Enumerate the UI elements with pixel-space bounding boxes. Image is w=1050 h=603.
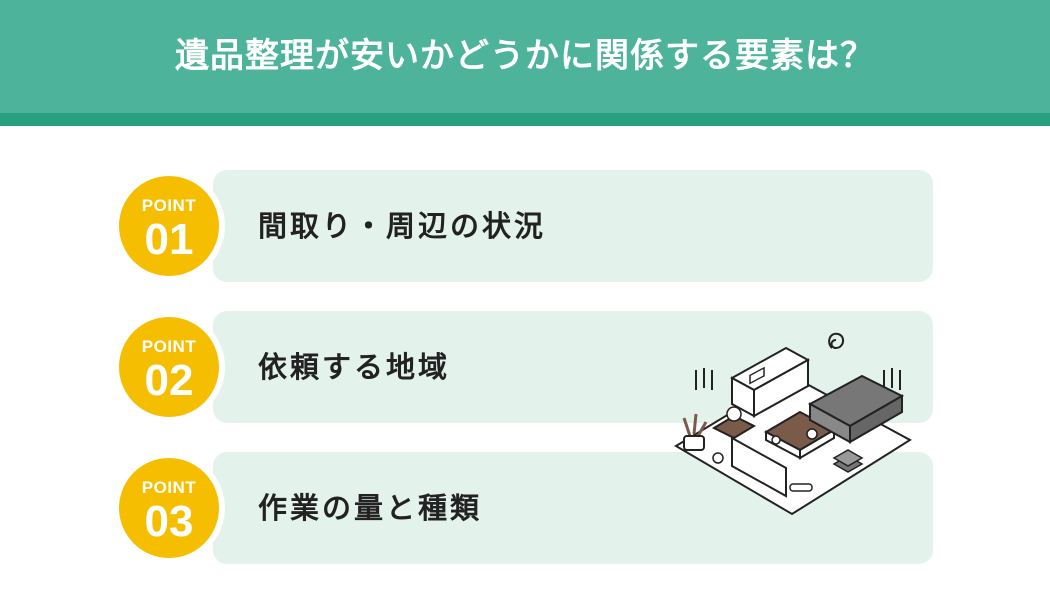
point-badge: POINT 02 [113,311,225,423]
point-badge-label: POINT [141,478,197,497]
point-item: POINT 01 間取り・周辺の状況 [113,170,933,282]
point-badge-label: POINT [141,196,197,215]
point-card [213,170,933,282]
point-badge: POINT 03 [113,452,225,564]
point-badge-number: 03 [144,497,194,546]
page-title: 遺品整理が安いかどうかに関係する要素は？ [175,36,875,76]
point-badge-label: POINT [141,337,197,356]
header-stripe [0,113,1050,126]
point-text: 間取り・周辺の状況 [258,209,547,243]
point-badge-number: 01 [144,215,194,264]
point-text: 依頼する地域 [258,350,451,384]
point-text: 作業の量と種類 [258,491,483,525]
point-badge-number: 02 [144,356,194,405]
point-item: POINT 03 作業の量と種類 [113,452,933,564]
header-banner: 遺品整理が安いかどうかに関係する要素は？ [0,0,1050,126]
point-badge: POINT 01 [113,170,225,282]
cluttered-room-illustration-icon [674,332,912,516]
